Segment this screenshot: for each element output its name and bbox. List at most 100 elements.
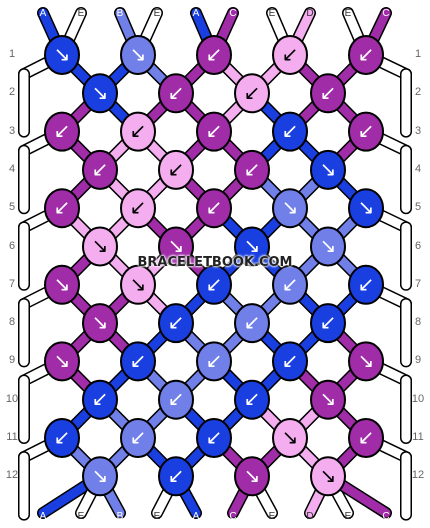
knot: ↙ [234, 73, 270, 114]
knot: ↘ [82, 226, 118, 267]
string-label-bottom: C [382, 511, 389, 522]
knot: ↙ [44, 111, 80, 152]
knot: ↙ [158, 73, 194, 114]
knot: ↙ [82, 149, 118, 190]
row-number-left: 3 [8, 124, 16, 137]
knot: ↘ [234, 456, 270, 497]
knot-arrow-icon: ↘ [168, 234, 185, 258]
knot-arrow-icon: ↘ [282, 425, 299, 449]
knot: ↙ [272, 111, 308, 152]
string-label-bottom: B [117, 511, 124, 522]
knot: ↙ [196, 111, 232, 152]
string-label-bottom: E [345, 511, 352, 522]
knot-arrow-icon: ↙ [282, 119, 299, 143]
knot: ↙ [196, 35, 232, 75]
row-number-right: 9 [414, 354, 422, 367]
row-number-left: 6 [8, 239, 16, 252]
knot-arrow-icon: ↙ [92, 157, 109, 181]
knot: ↙ [120, 111, 156, 152]
knot-arrow-icon: ↙ [320, 310, 337, 334]
knot-arrow-icon: ↙ [358, 272, 375, 296]
knot: ↙ [196, 188, 232, 229]
knot-arrow-icon: ↘ [358, 348, 375, 372]
row-number-left: 4 [8, 162, 16, 175]
knot-arrow-icon: ↘ [54, 348, 71, 372]
knot: ↙ [158, 149, 194, 190]
knot-arrow-icon: ↙ [130, 425, 147, 449]
knot-arrow-icon: ↙ [168, 310, 185, 334]
knot-arrow-icon: ↙ [206, 195, 223, 219]
row-number-left: 11 [6, 431, 18, 443]
knot-arrow-icon: ↙ [244, 387, 261, 411]
knot: ↙ [310, 73, 346, 114]
knot-arrow-icon: ↙ [168, 463, 185, 487]
knot-arrow-icon: ↙ [206, 348, 223, 372]
string-label-bottom: D [306, 511, 313, 522]
string-label-top: A [193, 8, 200, 19]
knot-arrow-icon: ↙ [244, 157, 261, 181]
knot-arrow-icon: ↙ [130, 348, 147, 372]
knot-arrow-icon: ↘ [282, 195, 299, 219]
row-number-right: 6 [414, 239, 422, 252]
knot: ↘ [158, 226, 194, 267]
knot-arrow-icon: ↙ [54, 195, 71, 219]
row-number-left: 5 [8, 201, 16, 214]
string-label-top: A [40, 8, 47, 19]
knot-arrow-icon: ↘ [244, 234, 261, 258]
knot: ↘ [120, 35, 156, 75]
knot-arrow-icon: ↘ [358, 195, 375, 219]
row-number-right: 5 [414, 201, 422, 214]
knot: ↙ [234, 303, 270, 344]
knot-arrow-icon: ↘ [92, 234, 109, 258]
row-number-left: 1 [8, 48, 16, 60]
knot-arrow-icon: ↘ [54, 42, 71, 66]
string-label-top: B [117, 8, 124, 19]
knot: ↙ [44, 188, 80, 229]
knot-arrow-icon: ↘ [130, 272, 147, 296]
knot: ↙ [348, 418, 384, 458]
knot: ↙ [348, 111, 384, 152]
knot: ↘ [82, 73, 118, 114]
knot-arrow-icon: ↙ [92, 387, 109, 411]
knot: ↙ [82, 379, 118, 420]
knot: ↙ [158, 456, 194, 497]
knot: ↘ [310, 226, 346, 267]
knot: ↙ [196, 264, 232, 305]
knot: ↙ [196, 418, 232, 458]
row-number-right: 3 [414, 124, 422, 137]
row-number-right: 1 [414, 48, 422, 60]
knot-arrow-icon: ↙ [130, 195, 147, 219]
knot: ↘ [272, 188, 308, 229]
knot: ↙ [234, 149, 270, 190]
knot-layer: ↘↘↙↙↙↘↙↙↙↙↙↙↙↙↙↙↙↘↙↙↙↘↘↘↘↘↘↘↘↙↙↙↘↙↙↙↘↙↙↙… [44, 35, 384, 497]
row-number-left: 12 [5, 469, 19, 482]
knot: ↙ [348, 35, 384, 75]
knot: ↘ [44, 35, 80, 75]
knot-arrow-icon: ↘ [54, 272, 71, 296]
knot: ↘ [348, 188, 384, 229]
knot: ↘ [310, 456, 346, 497]
row-number-left: 7 [8, 277, 16, 290]
knot-arrow-icon: ↙ [168, 80, 185, 104]
knot: ↙ [272, 341, 308, 382]
knot-arrow-icon: ↘ [320, 387, 337, 411]
knot: ↙ [272, 264, 308, 305]
string-label-top: E [154, 8, 161, 19]
knot: ↙ [120, 341, 156, 382]
knot: ↙ [196, 341, 232, 382]
knot: ↙ [158, 303, 194, 344]
row-number-right: 12 [411, 469, 425, 482]
string-label-bottom: A [40, 511, 47, 522]
knot-arrow-icon: ↙ [130, 119, 147, 143]
string-label-bottom: A [193, 511, 200, 522]
string-label-bottom: E [269, 511, 276, 522]
row-number-left: 10 [5, 392, 19, 405]
knot-arrow-icon: ↘ [244, 463, 261, 487]
row-number-right: 11 [412, 431, 424, 443]
string-label-top: E [269, 8, 276, 19]
knot-arrow-icon: ↙ [168, 387, 185, 411]
knot: ↙ [120, 418, 156, 458]
string-label-bottom: E [78, 511, 85, 522]
